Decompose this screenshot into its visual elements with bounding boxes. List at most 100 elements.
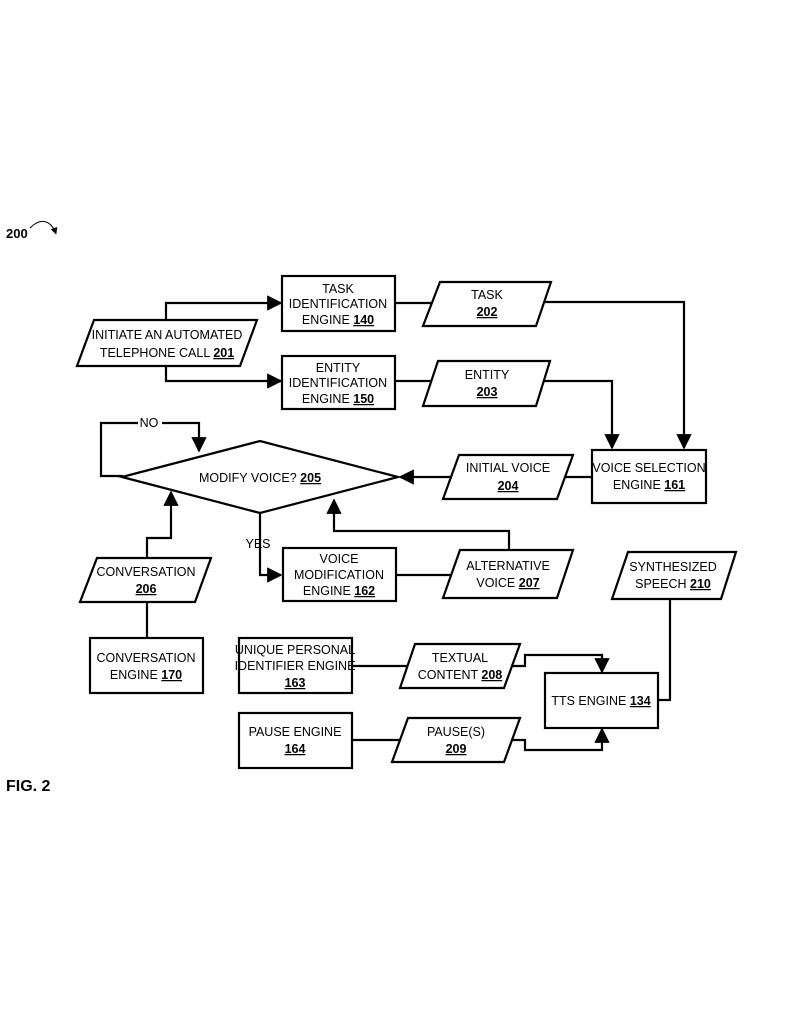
svg-text:INITIAL VOICE: INITIAL VOICE xyxy=(466,461,550,475)
node-synth-line1: SYNTHESIZED xyxy=(629,560,717,574)
node-task-ref: 202 xyxy=(477,305,498,319)
svg-text:ENGINE 170: ENGINE 170 xyxy=(110,668,182,682)
svg-text:PAUSE(S): PAUSE(S) xyxy=(427,725,485,739)
node-entity-line1: ENTITY xyxy=(465,368,510,382)
node-conversation-engine: CONVERSATION ENGINE 170 xyxy=(88,636,205,695)
svg-text:TASK: TASK xyxy=(471,288,503,302)
node-task-engine-line3: ENGINE xyxy=(302,313,350,327)
node-voice-selection-line2: ENGINE xyxy=(613,478,661,492)
svg-text:PAUSE ENGINE: PAUSE ENGINE xyxy=(249,725,342,739)
svg-text:CONVERSATION: CONVERSATION xyxy=(96,565,195,579)
node-synth-line2: SPEECH xyxy=(635,577,686,591)
node-upi-line2: IDENTIFIER ENGINE xyxy=(235,659,356,673)
edge-alt-voice-to-decision xyxy=(326,498,511,550)
node-initiate-call-line1: INITIATE AN AUTOMATED xyxy=(92,328,243,342)
node-textual-content: TEXTUAL CONTENT 208 xyxy=(398,642,522,690)
edge-conversation-to-decision xyxy=(145,490,179,557)
node-voice-mod-line3: ENGINE xyxy=(303,584,351,598)
node-modify-voice-line1: MODIFY VOICE? xyxy=(199,471,297,485)
figure-label: FIG. 2 xyxy=(6,778,51,795)
node-unique-personal-identifier-engine: UNIQUE PERSONAL IDENTIFIER ENGINE 163 xyxy=(235,636,356,695)
node-tts-ref: 134 xyxy=(630,694,651,708)
node-task-line1: TASK xyxy=(471,288,503,302)
edge-task-to-voice-selection xyxy=(543,300,692,450)
node-pauses-ref: 209 xyxy=(446,742,467,756)
node-voice-selection-line1: VOICE SELECTION xyxy=(592,461,705,475)
svg-text:ENGINE 150: ENGINE 150 xyxy=(302,392,374,406)
svg-text:ENTITY: ENTITY xyxy=(465,368,510,382)
node-task-engine-line2: IDENTIFICATION xyxy=(289,297,387,311)
svg-text:ALTERNATIVE: ALTERNATIVE xyxy=(466,559,550,573)
node-voice-mod-line2: MODIFICATION xyxy=(294,568,384,582)
edge-no-loop xyxy=(99,421,207,478)
node-tts-line1: TTS ENGINE xyxy=(551,694,626,708)
edge-pauses-to-tts xyxy=(512,727,610,752)
edge-entity-to-voice-selection xyxy=(542,379,620,450)
node-upi-line1: UNIQUE PERSONAL xyxy=(235,643,355,657)
svg-text:VOICE: VOICE xyxy=(320,552,359,566)
node-alt-voice-line2: VOICE xyxy=(476,576,515,590)
svg-text:MODIFICATION: MODIFICATION xyxy=(294,568,384,582)
svg-text:VOICE SELECTION: VOICE SELECTION xyxy=(592,461,705,475)
no-label-bg xyxy=(138,415,162,429)
svg-text:203: 203 xyxy=(477,385,498,399)
svg-text:MODIFY VOICE? 205: MODIFY VOICE? 205 xyxy=(199,471,321,485)
svg-text:ENGINE 140: ENGINE 140 xyxy=(302,313,374,327)
svg-text:204: 204 xyxy=(498,479,519,493)
node-pause-engine: PAUSE ENGINE 164 xyxy=(237,711,354,770)
svg-text:TASK: TASK xyxy=(322,282,354,296)
node-initiate-call: INITIATE AN AUTOMATED TELEPHONE CALL 201 xyxy=(75,318,259,368)
node-initiate-call-line2: TELEPHONE CALL xyxy=(100,346,211,360)
svg-text:202: 202 xyxy=(477,305,498,319)
node-modify-voice-decision: MODIFY VOICE? 205 xyxy=(117,439,403,515)
node-pause-engine-ref: 164 xyxy=(285,742,306,756)
svg-text:SYNTHESIZED: SYNTHESIZED xyxy=(629,560,717,574)
node-synthesized-speech: SYNTHESIZED SPEECH 210 xyxy=(610,550,738,601)
node-pauses: PAUSE(S) 209 xyxy=(390,716,522,764)
edge-label-yes: YES xyxy=(245,537,270,551)
node-alt-voice-line1: ALTERNATIVE xyxy=(466,559,550,573)
node-conversation-ref: 206 xyxy=(136,582,157,596)
node-initial-voice: INITIAL VOICE 204 xyxy=(441,453,575,501)
svg-text:IDENTIFICATION: IDENTIFICATION xyxy=(289,376,387,390)
node-entity: ENTITY 203 xyxy=(421,359,552,408)
node-initial-voice-ref: 204 xyxy=(498,479,519,493)
svg-text:CONTENT 208: CONTENT 208 xyxy=(418,668,503,682)
edge-tts-to-synthesized-speech xyxy=(659,600,672,702)
node-conversation: CONVERSATION 206 xyxy=(78,556,213,604)
node-pause-engine-line1: PAUSE ENGINE xyxy=(249,725,342,739)
node-entity-engine-ref: 150 xyxy=(353,392,374,406)
node-entity-engine-line2: IDENTIFICATION xyxy=(289,376,387,390)
edge-textual-to-tts xyxy=(512,653,610,674)
node-tts-engine: TTS ENGINE 134 xyxy=(543,671,660,730)
figure-reference: 200 xyxy=(6,226,28,241)
node-voice-selection-engine: VOICE SELECTION ENGINE 161 xyxy=(590,448,708,505)
node-voice-modification-engine: VOICE MODIFICATION ENGINE 162 xyxy=(281,546,398,603)
node-task-engine-ref: 140 xyxy=(353,313,374,327)
svg-text:ENGINE 162: ENGINE 162 xyxy=(303,584,375,598)
svg-text:IDENTIFICATION: IDENTIFICATION xyxy=(289,297,387,311)
node-initial-voice-line1: INITIAL VOICE xyxy=(466,461,550,475)
svg-text:INITIATE AN AUTOMATED: INITIATE AN AUTOMATED xyxy=(92,328,243,342)
node-conv-engine-ref: 170 xyxy=(161,668,182,682)
node-conv-engine-line2: ENGINE xyxy=(110,668,158,682)
node-voice-selection-ref: 161 xyxy=(664,478,685,492)
svg-text:SPEECH 210: SPEECH 210 xyxy=(635,577,711,591)
svg-text:TEXTUAL: TEXTUAL xyxy=(432,651,488,665)
node-entity-identification-engine: ENTITY IDENTIFICATION ENGINE 150 xyxy=(280,354,397,411)
node-task-engine-line1: TASK xyxy=(322,282,354,296)
node-synth-ref: 210 xyxy=(690,577,711,591)
node-entity-engine-line1: ENTITY xyxy=(316,361,361,375)
svg-text:TTS ENGINE 134: TTS ENGINE 134 xyxy=(551,694,650,708)
svg-text:ENGINE 161: ENGINE 161 xyxy=(613,478,685,492)
node-pauses-line1: PAUSE(S) xyxy=(427,725,485,739)
node-upi-ref: 163 xyxy=(285,676,306,690)
figure-ref-arrow xyxy=(29,220,58,235)
node-task: TASK 202 xyxy=(421,280,553,328)
edge-call-to-entity-engine xyxy=(164,366,283,389)
svg-text:163: 163 xyxy=(285,676,306,690)
svg-text:ENTITY: ENTITY xyxy=(316,361,361,375)
edge-label-no: NO xyxy=(140,416,159,430)
node-conv-engine-line1: CONVERSATION xyxy=(96,651,195,665)
